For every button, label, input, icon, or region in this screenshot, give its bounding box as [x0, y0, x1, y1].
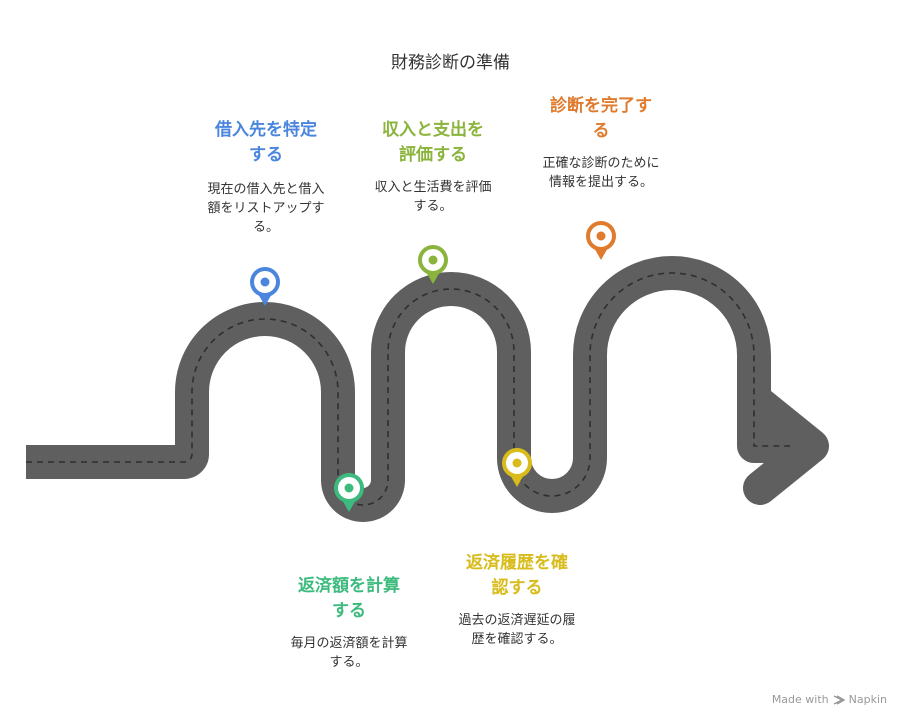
step-title: 収入と支出を評価する: [353, 118, 513, 168]
step-evaluate-income-expenses: 収入と支出を評価する 収入と生活費を評価する。: [353, 118, 513, 216]
step-title: 診断を完了する: [521, 94, 681, 144]
step-title: 返済履歴を確認する: [437, 551, 597, 601]
map-pin-icon: [588, 223, 614, 260]
step-title: 返済額を計算する: [269, 574, 429, 624]
step-description: 毎月の返済額を計算する。: [269, 634, 429, 672]
watermark: Made with Napkin: [772, 693, 887, 706]
step-description: 過去の返済遅延の履歴を確認する。: [437, 611, 597, 649]
step-description: 現在の借入先と借入額をリストアップする。: [186, 180, 346, 237]
step-calculate-repayment: 返済額を計算する 毎月の返済額を計算する。: [269, 574, 429, 672]
step-title: 借入先を特定する: [186, 118, 346, 168]
step-description: 収入と生活費を評価する。: [353, 178, 513, 216]
napkin-logo-icon: [833, 694, 845, 706]
map-pin-icon: [252, 269, 278, 306]
step-complete-diagnosis: 診断を完了する 正確な診断のために情報を提出する。: [521, 94, 681, 192]
road-body: [26, 273, 810, 505]
step-description: 正確な診断のために情報を提出する。: [521, 154, 681, 192]
watermark-brand: Napkin: [849, 693, 887, 706]
watermark-text: Made with: [772, 693, 829, 706]
step-identify-lenders: 借入先を特定する 現在の借入先と借入額をリストアップする。: [186, 118, 346, 237]
step-check-repayment-history: 返済履歴を確認する 過去の返済遅延の履歴を確認する。: [437, 551, 597, 649]
